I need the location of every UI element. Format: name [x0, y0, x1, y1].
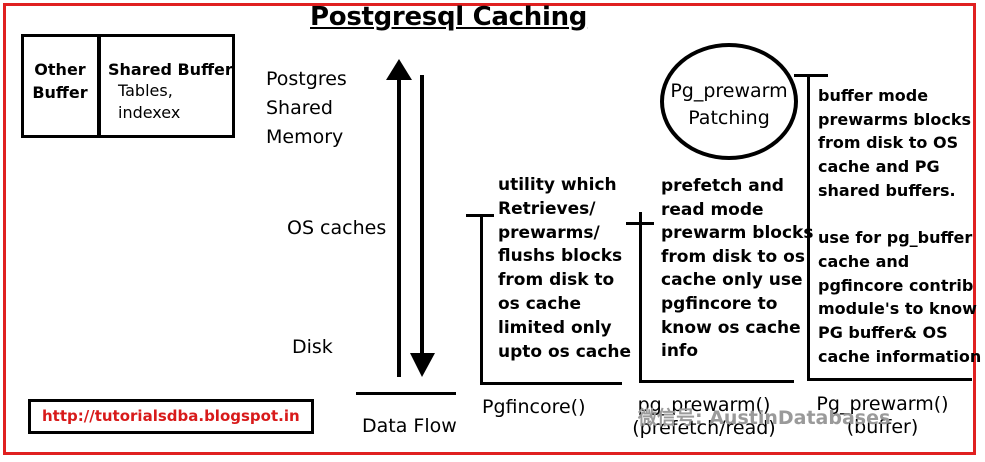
data-flow-arrows [386, 59, 435, 377]
wechat-watermark: 微信号: AustinDatabases [638, 407, 891, 429]
prewarm-read-description: prefetch and read mode prewarm blocks fr… [661, 176, 814, 362]
patching-circle [660, 43, 798, 160]
diagram-frame [3, 3, 976, 455]
data-flow-baseline [356, 392, 456, 395]
other-buffer-label: Other Buffer [32, 60, 88, 102]
pgfincore-description: utility which Retrieves/ prewarms/ flush… [498, 175, 631, 362]
blog-url-link[interactable]: http://tutorialsdba.blogspot.in [42, 407, 300, 425]
prewarm-buffer-label: Pg_prewarm() (buffer) [816, 393, 949, 438]
data-flow-label: Data Flow [362, 415, 457, 437]
prewarm-buffer-top-tick [794, 74, 828, 77]
shared-memory-label: Postgres Shared Memory [266, 68, 347, 148]
up-arrowhead [386, 59, 412, 80]
prewarm-read-vertical-line [639, 212, 642, 382]
diagram-title: Postgresql Caching [310, 2, 588, 32]
shared-buffer-label: Shared Buffer [108, 60, 233, 79]
buffer-divider [97, 34, 101, 138]
prewarm-buffer-description: buffer mode prewarms blocks from disk to… [818, 86, 982, 366]
pgfincore-vertical-line [480, 214, 483, 384]
pgfincore-baseline [480, 382, 622, 385]
url-box [28, 399, 314, 434]
patching-label: Pg_prewarm Patching [670, 80, 788, 129]
prewarm-read-baseline [639, 380, 794, 383]
shared-buffer-items: Tables, indexex [118, 81, 181, 122]
buffer-box [21, 34, 235, 138]
disk-label: Disk [292, 336, 333, 358]
os-caches-label: OS caches [287, 217, 387, 239]
pgfincore-label: Pgfincore() [482, 396, 586, 418]
down-arrowhead [410, 353, 435, 377]
prewarm-buffer-baseline [807, 378, 972, 381]
prewarm-buffer-vertical-line [807, 74, 810, 380]
prewarm-read-label: pg_prewarm() (prefetch/read) [632, 394, 776, 439]
